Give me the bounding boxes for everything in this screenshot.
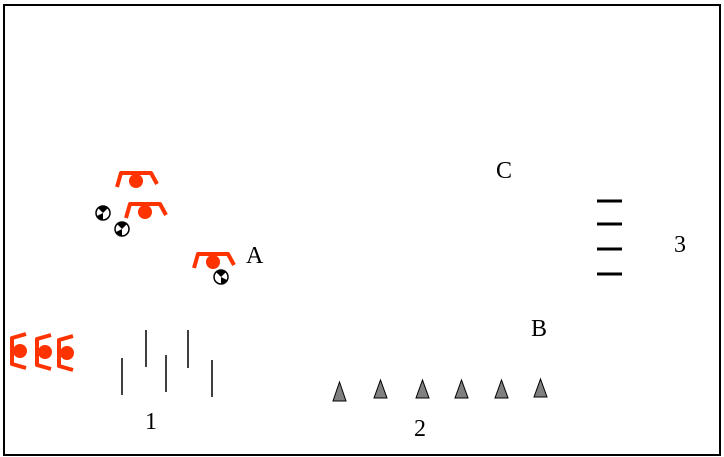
player-icon: [192, 252, 236, 269]
player-icon: [10, 332, 27, 370]
player-icon: [57, 334, 74, 372]
label-b: B: [531, 316, 547, 342]
cone-icon: [332, 380, 347, 402]
soccer-ball-icon: [114, 221, 130, 237]
cone-icon: [373, 378, 388, 399]
diagram-frame: [3, 4, 721, 456]
player-icon: [124, 202, 168, 219]
soccer-ball-icon: [95, 205, 111, 221]
player-icon: [115, 171, 159, 188]
label-a: A: [246, 243, 264, 269]
label-1: 1: [145, 409, 157, 435]
soccer-ball-icon: [213, 269, 229, 285]
cone-icon: [415, 378, 430, 399]
cone-icon: [494, 378, 509, 399]
label-c: C: [496, 158, 512, 184]
cone-icon: [533, 377, 548, 398]
label-2: 2: [414, 416, 426, 442]
cone-icon: [454, 378, 469, 399]
label-3: 3: [674, 232, 686, 258]
player-icon: [35, 333, 52, 371]
